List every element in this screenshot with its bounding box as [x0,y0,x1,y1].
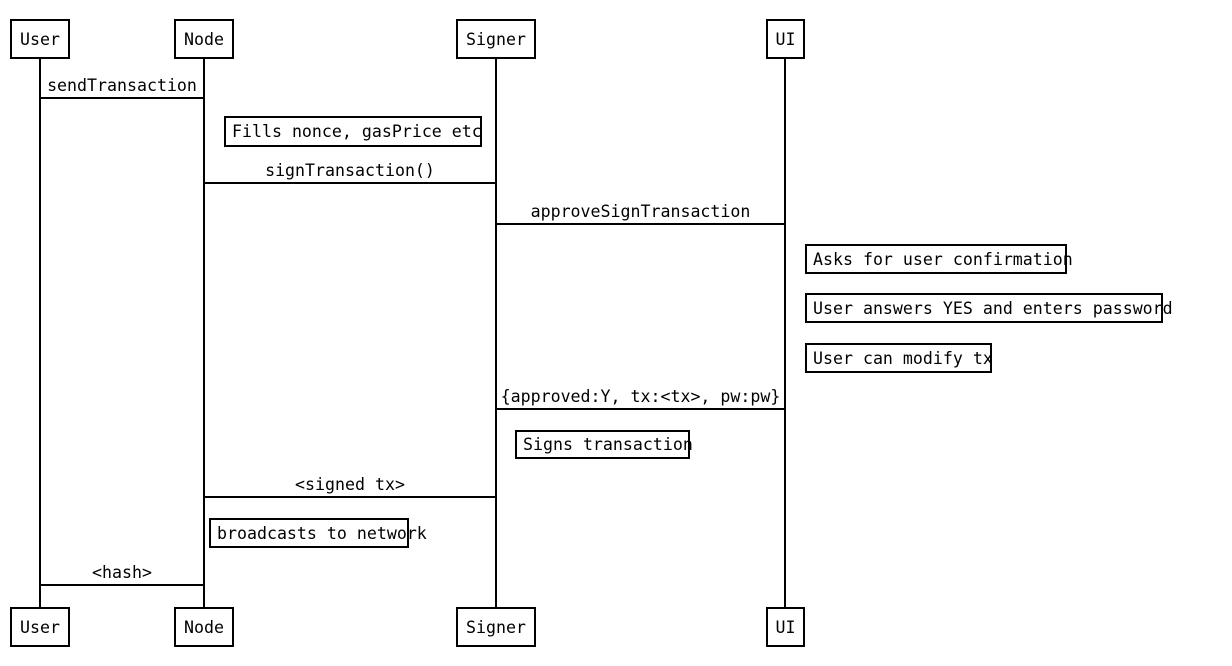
message-line-5 [40,584,204,586]
message-label-0: sendTransaction [47,76,197,95]
note-4: Signs transaction [515,430,693,459]
message-label-1: signTransaction() [265,161,435,180]
message-label-2: approveSignTransaction [530,202,751,221]
participant-bottom-ui: UI [766,607,805,647]
message-line-3 [496,408,785,410]
lifeline-node [203,59,205,607]
message-label-5: <hash> [92,563,152,582]
message-line-2 [496,223,785,225]
note-3: User can modify tx [805,343,993,373]
note-5: broadcasts to network [209,518,427,548]
message-line-1 [204,182,496,184]
message-label-3: {approved:Y, tx:<tx>, pw:pw} [500,387,781,406]
participant-top-signer: Signer [456,19,536,59]
participant-top-node: Node [174,19,234,59]
message-line-0 [40,97,204,99]
message-line-4 [204,496,496,498]
note-0: Fills nonce, gasPrice etc [224,116,482,147]
participant-bottom-user: User [10,607,70,647]
note-2: User answers YES and enters password [805,293,1173,323]
note-1: Asks for user confirmation [805,244,1073,274]
message-label-4: <signed tx> [295,475,405,494]
lifeline-signer [495,59,497,607]
participant-bottom-signer: Signer [456,607,536,647]
lifeline-ui [784,59,786,607]
participant-bottom-node: Node [174,607,234,647]
lifeline-user [39,59,41,607]
participant-top-user: User [10,19,70,59]
participant-top-ui: UI [766,19,805,59]
